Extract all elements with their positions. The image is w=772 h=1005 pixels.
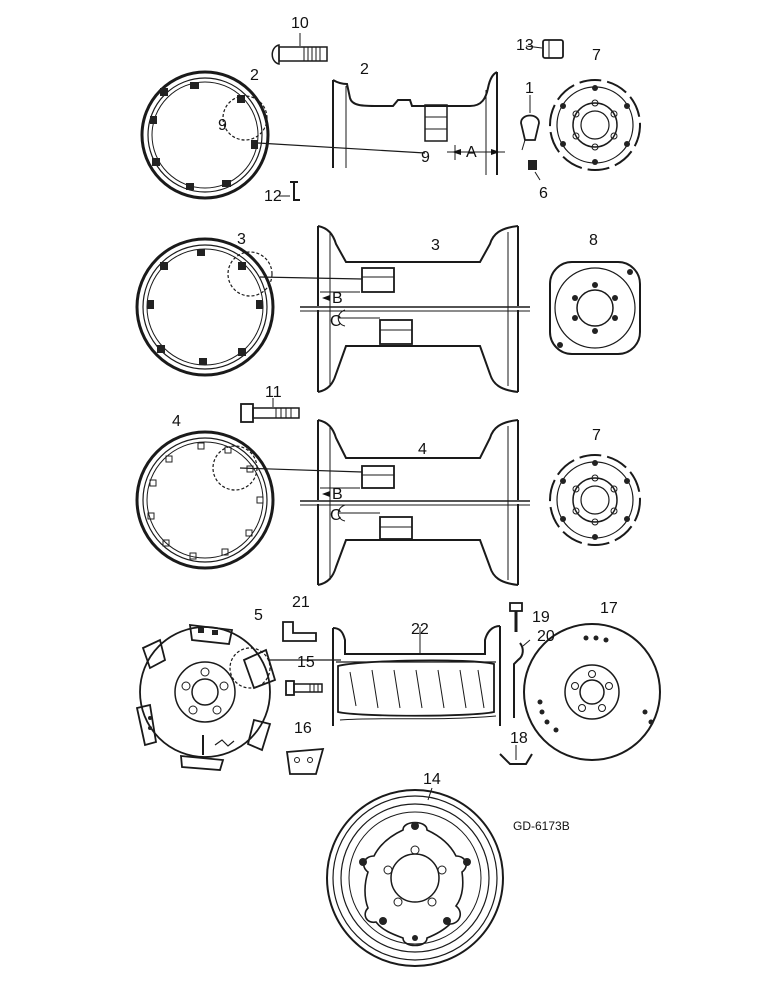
label-13: 13 bbox=[516, 37, 534, 54]
label-20: 20 bbox=[537, 628, 555, 645]
label-21: 21 bbox=[292, 594, 310, 611]
label-9b: 9 bbox=[421, 149, 430, 166]
label-2a: 2 bbox=[250, 67, 259, 84]
valve-1 bbox=[520, 95, 540, 151]
wheel-disc-17 bbox=[523, 623, 661, 761]
rim-side-section-4 bbox=[300, 419, 530, 586]
wheel-disc-14 bbox=[326, 789, 504, 967]
label-7b: 7 bbox=[592, 427, 601, 444]
clip-12 bbox=[278, 181, 300, 201]
label-10: 10 bbox=[291, 15, 309, 32]
label-15: 15 bbox=[297, 654, 315, 671]
drawing-code: GD-6173B bbox=[513, 819, 570, 833]
dimension-c-1: C bbox=[330, 313, 342, 330]
hub-plate-7-middle bbox=[549, 454, 641, 546]
spacer-6 bbox=[528, 160, 541, 181]
dimension-b-2: B bbox=[332, 486, 343, 503]
rim-end-view-2 bbox=[140, 70, 270, 200]
label-16: 16 bbox=[294, 720, 312, 737]
label-5: 5 bbox=[254, 607, 263, 624]
clip-18 bbox=[499, 745, 533, 765]
label-22: 22 bbox=[411, 621, 429, 638]
weight-segment-16 bbox=[285, 747, 325, 775]
label-4b: 4 bbox=[418, 441, 427, 458]
key-21 bbox=[282, 621, 317, 642]
label-1: 1 bbox=[525, 80, 534, 97]
label-17: 17 bbox=[600, 600, 618, 617]
nut-13 bbox=[525, 39, 564, 59]
label-6: 6 bbox=[539, 185, 548, 202]
label-3b: 3 bbox=[431, 237, 440, 254]
label-12: 12 bbox=[264, 188, 282, 205]
rod-20 bbox=[513, 639, 531, 718]
wheel-with-tire-22 bbox=[332, 625, 501, 726]
label-7a: 7 bbox=[592, 47, 601, 64]
label-4a: 4 bbox=[172, 413, 181, 430]
dimension-b-1: B bbox=[332, 290, 343, 307]
bolt-19 bbox=[509, 602, 523, 632]
dimension-c-2: C bbox=[330, 507, 342, 524]
label-8: 8 bbox=[589, 232, 598, 249]
rim-side-section-2 bbox=[332, 71, 505, 175]
label-2b: 2 bbox=[360, 61, 369, 78]
bolt-10 bbox=[271, 33, 328, 65]
bolt-11 bbox=[240, 398, 300, 423]
label-9a: 9 bbox=[218, 117, 227, 134]
bolt-15 bbox=[285, 680, 323, 696]
label-18: 18 bbox=[510, 730, 528, 747]
label-11: 11 bbox=[265, 384, 282, 401]
label-3a: 3 bbox=[237, 231, 246, 248]
hub-plate-8 bbox=[549, 261, 641, 355]
rim-end-view-4 bbox=[135, 430, 275, 570]
hub-plate-7-top bbox=[549, 79, 641, 171]
rim-end-view-3 bbox=[135, 237, 275, 377]
label-14: 14 bbox=[423, 771, 441, 788]
label-19: 19 bbox=[532, 609, 550, 626]
wheel-weight-assembly-5 bbox=[135, 623, 277, 771]
rim-side-section-3 bbox=[300, 225, 530, 393]
dimension-a: A bbox=[466, 144, 477, 161]
